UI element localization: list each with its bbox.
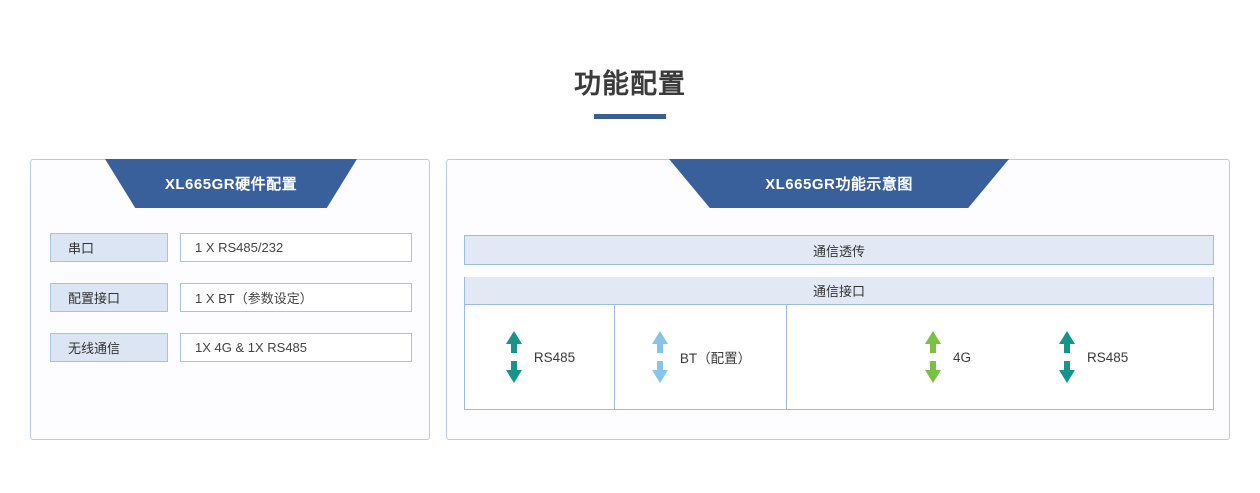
port-label: BT（配置） — [679, 351, 752, 366]
spec-value-serial: 1 X RS485/232 — [180, 233, 412, 262]
spec-label-wireless: 无线通信 — [50, 333, 168, 362]
spec-value-wireless: 1X 4G & 1X RS485 — [180, 333, 412, 362]
interface-bar: 通信接口 — [465, 277, 1213, 305]
port-rs485: RS485 — [504, 331, 575, 383]
function-diagram-banner: XL665GR功能示意图 — [669, 159, 1009, 208]
interface-cell-bt: BT（配置） — [615, 305, 787, 409]
hardware-spec-table: 串口 1 X RS485/232 配置接口 1 X BT（参数设定） 无线通信 … — [50, 233, 412, 362]
interface-cell-wireless: 4G RS485 — [787, 305, 1213, 409]
spec-label-serial: 串口 — [50, 233, 168, 262]
function-diagram: 通信透传 通信接口 RS485 — [464, 235, 1214, 410]
port-bt: BT（配置） — [650, 331, 751, 383]
table-row: 串口 1 X RS485/232 — [50, 233, 412, 262]
spec-label-config-port: 配置接口 — [50, 283, 168, 312]
title-underline — [594, 114, 666, 119]
page-title: 功能配置 — [574, 69, 686, 99]
table-row: 无线通信 1X 4G & 1X RS485 — [50, 333, 412, 362]
passthrough-bar: 通信透传 — [464, 235, 1214, 265]
hardware-config-panel: XL665GR硬件配置 串口 1 X RS485/232 配置接口 1 X BT… — [30, 159, 430, 440]
double-arrow-icon — [1059, 331, 1076, 383]
double-arrow-icon — [651, 331, 668, 383]
page-header: 功能配置 — [0, 66, 1260, 119]
table-row: 配置接口 1 X BT（参数设定） — [50, 283, 412, 312]
spec-value-config-port: 1 X BT（参数设定） — [180, 283, 412, 312]
port-label: RS485 — [1087, 349, 1129, 365]
double-arrow-icon — [925, 331, 941, 383]
function-diagram-panel: XL665GR功能示意图 通信透传 通信接口 RS485 — [446, 159, 1230, 440]
interface-group: 通信接口 RS485 — [464, 277, 1214, 410]
double-arrow-icon — [505, 331, 522, 383]
interface-cells: RS485 BT（配置） — [465, 305, 1213, 409]
port-rs485-wireless: RS485 — [1057, 331, 1128, 383]
bar-spacer — [464, 265, 1214, 277]
port-4g: 4G — [923, 331, 971, 383]
port-label: 4G — [953, 349, 972, 365]
interface-cell-rs485: RS485 — [465, 305, 615, 409]
port-label: RS485 — [533, 349, 576, 365]
hardware-config-banner: XL665GR硬件配置 — [105, 159, 357, 208]
